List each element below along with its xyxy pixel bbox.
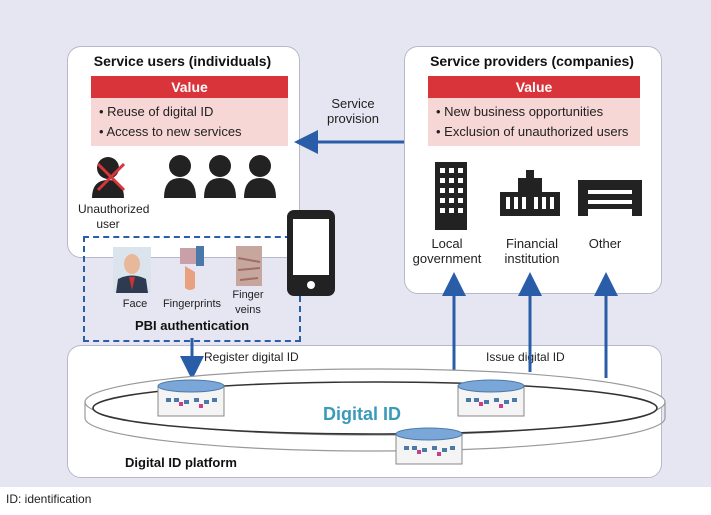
face-icon	[113, 247, 151, 293]
bank-icon	[500, 170, 560, 216]
service-provision-label: Service provision	[326, 96, 380, 126]
pbi-authentication-title: PBI authentication	[135, 318, 250, 333]
digital-id-platform-title: Digital ID platform	[125, 455, 237, 470]
pbi-face-label: Face	[122, 298, 148, 310]
unauthorized-user-label: Unauthorized user	[78, 202, 150, 231]
office-icon	[578, 180, 642, 216]
service-users-value-header: Value	[91, 76, 288, 98]
register-digital-id-label: Register digital ID	[204, 350, 299, 364]
smartphone-icon	[287, 210, 335, 296]
pbi-finger-veins-label: Finger veins	[232, 289, 264, 316]
value-item: • Exclusion of unauthorized users	[436, 124, 629, 139]
user-group-icon	[164, 155, 276, 198]
provider-financial-institution-label: Financial institution	[504, 236, 560, 266]
database-node-bottom	[395, 427, 463, 465]
unauthorized-user-icon	[92, 157, 126, 198]
pbi-fingerprints-label: Fingerprints	[162, 298, 222, 310]
footer-note: ID: identification	[6, 492, 92, 506]
provider-local-government-label: Local government	[412, 236, 482, 266]
service-users-value-list: • Reuse of digital ID • Access to new se…	[91, 98, 288, 146]
fingerprint-icon	[180, 246, 204, 290]
service-users-title: Service users (individuals)	[93, 53, 272, 69]
digital-id-center-label: Digital ID	[323, 404, 401, 424]
value-item: • Reuse of digital ID	[99, 104, 214, 119]
provider-other-label: Other	[588, 236, 622, 251]
building-icon	[435, 162, 467, 230]
service-providers-title: Service providers (companies)	[430, 53, 634, 69]
value-item: • Access to new services	[99, 124, 242, 139]
finger-veins-icon	[236, 246, 262, 286]
service-providers-value-list: • New business opportunities • Exclusion…	[428, 98, 640, 146]
issue-digital-id-label: Issue digital ID	[486, 350, 565, 364]
database-node-right	[457, 379, 525, 417]
database-node-left	[157, 379, 225, 417]
value-item: • New business opportunities	[436, 104, 604, 119]
service-providers-value-header: Value	[428, 76, 640, 98]
